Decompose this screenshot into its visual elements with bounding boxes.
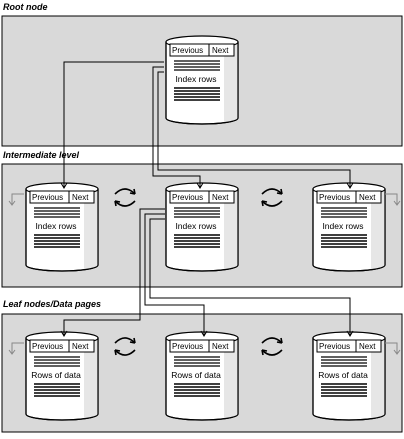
cylinder-label: Rows of data xyxy=(318,370,368,380)
intermediate-to-leaf-2 xyxy=(144,213,205,336)
root-to-intermediate-1 xyxy=(63,61,164,188)
sibling-link-icon xyxy=(114,188,136,207)
root-to-intermediate-2 xyxy=(152,66,201,188)
next-pointer-label: Next xyxy=(72,193,89,202)
cylinder-shade xyxy=(224,42,239,123)
continuation-arrow-icon xyxy=(385,193,401,206)
previous-pointer-label: Previous xyxy=(172,193,203,202)
cylinder-label: Rows of data xyxy=(171,370,221,380)
page-pointer-box xyxy=(316,339,382,353)
page-pointer-box xyxy=(169,339,235,353)
next-pointer-label: Next xyxy=(212,46,229,55)
cylinder-bottom xyxy=(312,413,386,421)
root-to-intermediate-3-head xyxy=(346,182,354,189)
sibling-link-icon xyxy=(261,188,283,207)
intermediate-to-leaf-3 xyxy=(149,218,351,336)
cylinder-shade xyxy=(224,338,239,419)
previous-pointer-label: Previous xyxy=(319,342,350,351)
next-pointer-label: Next xyxy=(212,193,229,202)
page-pointer-box xyxy=(169,43,235,57)
page-pointer-box xyxy=(316,190,382,204)
previous-pointer-label: Previous xyxy=(32,342,63,351)
cylinder-bottom xyxy=(25,413,99,421)
cylinder-shade xyxy=(84,189,99,270)
next-pointer-label: Next xyxy=(359,342,376,351)
previous-pointer-label: Previous xyxy=(172,46,203,55)
sibling-link-icon xyxy=(261,337,283,356)
root-to-intermediate-1-head xyxy=(60,182,68,189)
previous-pointer-label: Previous xyxy=(319,193,350,202)
cylinder-label: Index rows xyxy=(35,221,76,231)
page-pointer-box xyxy=(29,190,95,204)
continuation-arrow-icon xyxy=(385,342,401,355)
leaf-level-title: Leaf nodes/Data pages xyxy=(3,299,101,309)
root-to-intermediate-2-head xyxy=(196,182,204,189)
intermediate-to-leaf-2-head xyxy=(200,330,208,337)
cylinder-label: Index rows xyxy=(175,221,216,231)
sibling-link-icon xyxy=(114,337,136,356)
cylinder-shade xyxy=(371,338,386,419)
cylinder-bottom xyxy=(312,264,386,272)
cylinder-label: Rows of data xyxy=(31,370,81,380)
cylinder-label: Index rows xyxy=(175,74,216,84)
next-pointer-label: Next xyxy=(359,193,376,202)
cylinder-shade xyxy=(224,189,239,270)
root-node-title: Root node xyxy=(3,2,48,12)
cylinder-bottom xyxy=(165,264,239,272)
next-pointer-label: Next xyxy=(212,342,229,351)
page-pointer-box xyxy=(169,190,235,204)
cylinder-bottom xyxy=(165,117,239,125)
cylinder-label: Index rows xyxy=(322,221,363,231)
previous-pointer-label: Previous xyxy=(32,193,63,202)
cylinder-bottom xyxy=(25,264,99,272)
cylinder-shade xyxy=(84,338,99,419)
continuation-arrow-icon xyxy=(8,342,24,355)
intermediate-to-leaf-3-head xyxy=(346,330,354,337)
cylinder-bottom xyxy=(165,413,239,421)
next-pointer-label: Next xyxy=(72,342,89,351)
cylinder-shade xyxy=(371,189,386,270)
intermediate-to-leaf-1-head xyxy=(60,330,68,337)
root-to-intermediate-3 xyxy=(157,71,351,188)
previous-pointer-label: Previous xyxy=(172,342,203,351)
continuation-arrow-icon xyxy=(8,193,24,206)
page-pointer-box xyxy=(29,339,95,353)
intermediate-level-title: Intermediate level xyxy=(3,150,80,160)
intermediate-to-leaf-1 xyxy=(63,208,165,336)
